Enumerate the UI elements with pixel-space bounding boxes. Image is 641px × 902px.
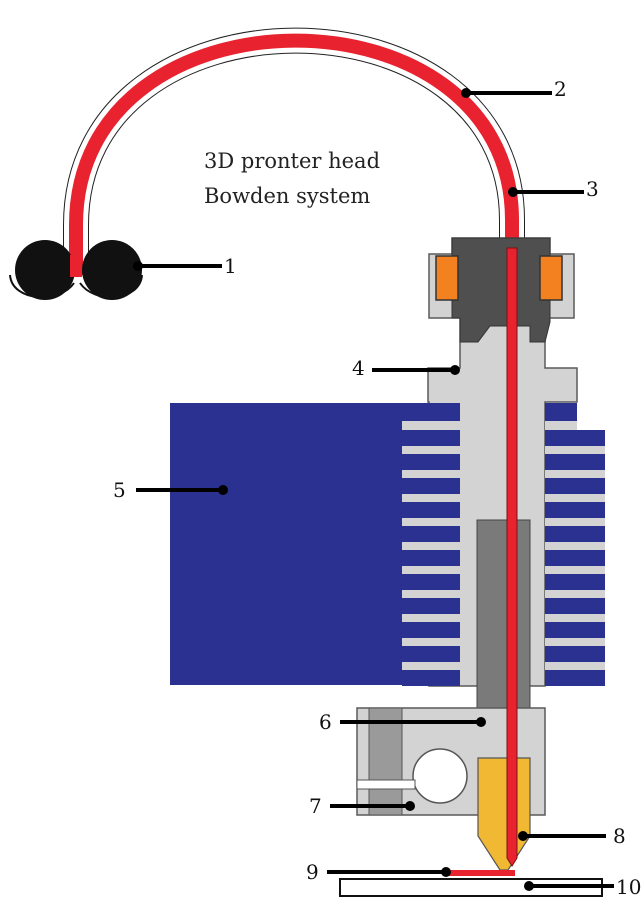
heater-cartridge-hole	[412, 748, 468, 804]
heat-sink-fins	[402, 403, 605, 686]
label-5: 5	[113, 478, 126, 502]
label-6: 6	[319, 710, 332, 734]
caption-line-2: Bowden system	[204, 184, 370, 208]
filament-feed	[70, 255, 82, 277]
fin-gaps	[402, 421, 605, 670]
heater-slot	[356, 779, 416, 790]
label-8: 8	[613, 824, 626, 848]
orange-clip-left	[435, 255, 459, 301]
label-7: 7	[309, 794, 322, 818]
drive-gear-left	[15, 240, 75, 300]
label-2: 2	[554, 77, 567, 101]
filament-arc	[69, 33, 519, 275]
leader-lines	[136, 91, 614, 888]
filament-hotend	[506, 247, 518, 867]
leader-dots	[133, 88, 534, 891]
heater-clamp	[368, 707, 403, 816]
label-3: 3	[586, 177, 599, 201]
extruded-line	[445, 870, 515, 876]
label-4: 4	[352, 356, 365, 380]
nozzle	[477, 757, 531, 871]
orange-clip-right	[539, 255, 563, 301]
caption-line-1: 3D pronter head	[204, 149, 380, 173]
label-1: 1	[224, 254, 237, 278]
label-9: 9	[306, 860, 319, 884]
label-10: 10	[616, 875, 641, 899]
drive-gear-right	[82, 240, 142, 300]
coupling-insert	[451, 237, 551, 343]
